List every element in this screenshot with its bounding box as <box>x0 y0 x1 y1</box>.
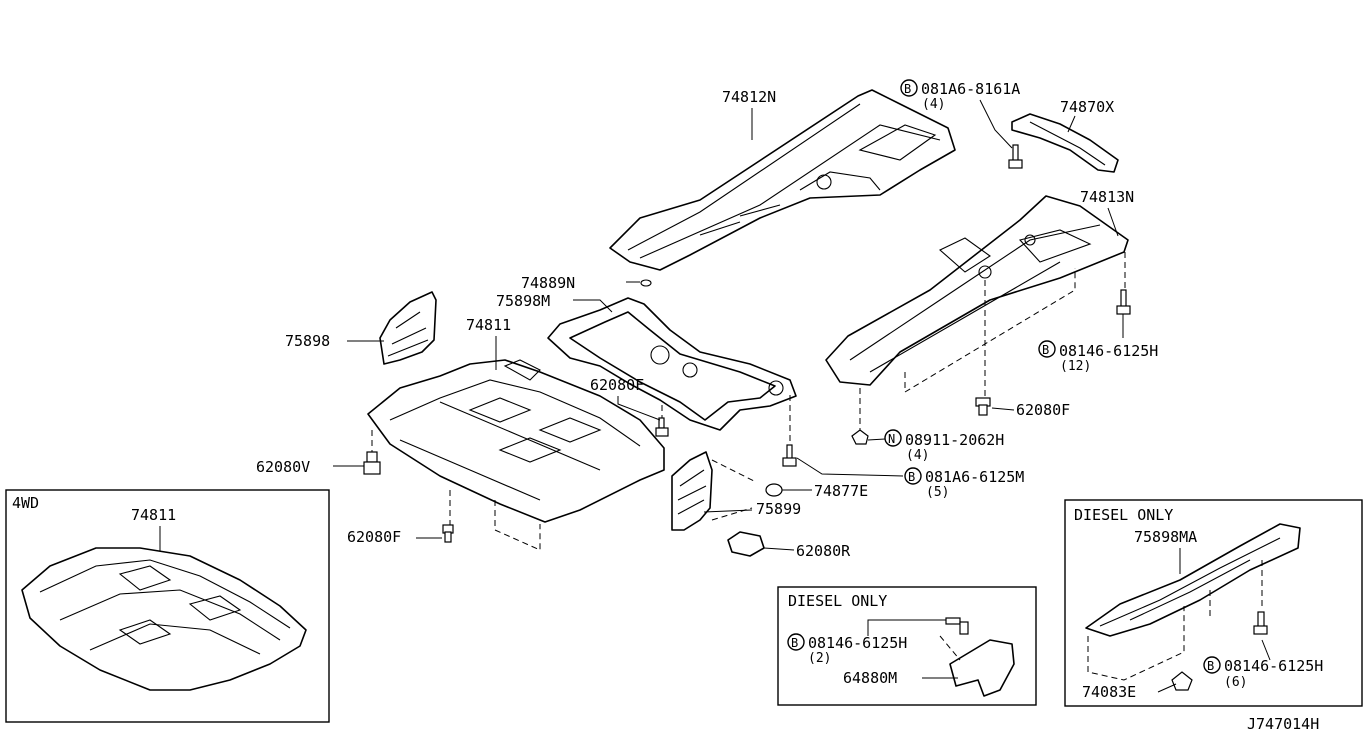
svg-text:B: B <box>791 636 798 650</box>
clip-74877E <box>765 483 783 497</box>
inset-diesel-1-part: 64880M <box>843 669 897 687</box>
svg-text:B: B <box>1042 343 1049 357</box>
inset-diesel-1-title: DIESEL ONLY <box>788 592 887 610</box>
part-74870X-bracket <box>1011 113 1119 173</box>
label-62080F-middle: 62080F <box>590 376 644 394</box>
clip-62080F-left <box>442 524 454 543</box>
bolt-08146-6125H <box>1116 289 1131 315</box>
inset-4wd-part: 74811 <box>131 506 176 524</box>
inset-4wd: 4WD 74811 <box>5 489 330 723</box>
label-74811: 74811 <box>466 316 511 334</box>
qty-081A6-8161A: (4) <box>922 97 945 112</box>
inset-diesel-2-bolt: 08146-6125H <box>1224 657 1323 675</box>
bolt-081A6-6125M <box>782 444 797 467</box>
qty-08146-6125H: (12) <box>1060 359 1091 374</box>
part-75899-guard <box>671 451 713 531</box>
label-75898M: 75898M <box>496 292 550 310</box>
part-74813N-cover <box>825 195 1129 386</box>
diagram-id: J747014H <box>1247 715 1319 733</box>
label-62080F-left: 62080F <box>347 528 401 546</box>
grommet-74889N <box>640 279 652 287</box>
inset-diesel-bracket: DIESEL ONLY B 08146-6125H (2) 64880M <box>777 586 1037 706</box>
label-74877E: 74877E <box>814 482 868 500</box>
inset-diesel-2-part: 75898MA <box>1134 528 1197 546</box>
inset-diesel-2-clip: 74083E <box>1082 683 1136 701</box>
label-081A6-8161A: 081A6-8161A <box>921 80 1020 98</box>
part-74812N-cover <box>609 89 956 271</box>
bracket-62080R <box>727 531 765 557</box>
clip-62080V <box>363 451 381 475</box>
svg-text:B: B <box>904 82 911 96</box>
label-62080R: 62080R <box>796 542 851 560</box>
label-74812N: 74812N <box>722 88 776 106</box>
label-62080V: 62080V <box>256 458 310 476</box>
part-74811-main-cover <box>367 359 665 523</box>
label-62080F-right: 62080F <box>1016 401 1070 419</box>
bolt-marker-B: B <box>900 79 918 97</box>
label-75898: 75898 <box>285 332 330 350</box>
clip-62080F-right <box>975 397 991 416</box>
inset-diesel-1-qty: (2) <box>808 651 831 666</box>
label-74813N: 74813N <box>1080 188 1134 206</box>
part-75898M-frame <box>547 297 797 431</box>
bolt-081A6-8161A <box>1008 144 1023 169</box>
inset-diesel-1-bolt: 08146-6125H <box>808 634 907 652</box>
label-081A6-6125M: 081A6-6125M <box>925 468 1024 486</box>
inset-diesel-2-title: DIESEL ONLY <box>1074 506 1173 524</box>
label-74870X: 74870X <box>1060 98 1114 116</box>
clip-62080F-middle <box>655 417 669 437</box>
inset-4wd-title: 4WD <box>12 494 39 512</box>
marker-B-08146 <box>1038 340 1056 358</box>
svg-text:B: B <box>908 470 915 484</box>
qty-08911-2062H: (4) <box>906 448 929 463</box>
part-75898-guard <box>379 291 437 365</box>
label-74889N: 74889N <box>521 274 575 292</box>
inset-diesel-2-qty: (6) <box>1224 675 1247 690</box>
qty-081A6-6125M: (5) <box>926 485 949 500</box>
nut-08911-2062H <box>851 429 869 445</box>
svg-text:N: N <box>888 432 895 446</box>
marker-B-081A6-6125M <box>904 467 922 485</box>
label-08146-6125H: 08146-6125H <box>1059 342 1158 360</box>
label-08911-2062H: 08911-2062H <box>905 431 1004 449</box>
inset-diesel-guard: DIESEL ONLY 75898MA B 08146-6125H (6) 74… <box>1064 499 1363 707</box>
label-75899: 75899 <box>756 500 801 518</box>
marker-N <box>884 429 902 447</box>
svg-text:B: B <box>1207 659 1214 673</box>
